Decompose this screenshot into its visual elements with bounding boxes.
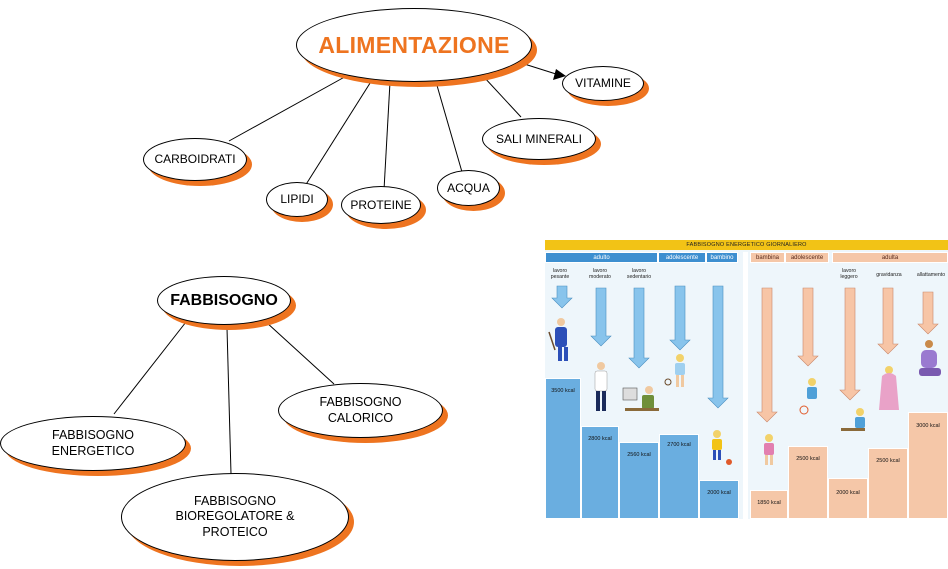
energy-needs-infographic: FABBISOGNO ENERGETICO GIORNALIERO adulto… (545, 240, 948, 519)
node-label: FABBISOGNO (157, 276, 291, 325)
bar-lavoro-pesante (545, 378, 581, 519)
bar-adolescente-f (788, 446, 828, 519)
sub-gravidanza: gravidanza (876, 272, 902, 278)
group-bambina: bambina (750, 252, 785, 263)
bar-bambino (699, 480, 739, 519)
kcal-2500-f: 2500 kcal (796, 456, 820, 462)
node-label: FABBISOGNO BIOREGOLATORE & PROTEICO (121, 473, 349, 561)
node-label: FABBISOGNO CALORICO (278, 383, 443, 438)
arrows (551, 285, 939, 423)
node-label: PROTEINE (341, 186, 421, 224)
node-label: LIPIDI (266, 182, 328, 217)
node-fabbisogno-calorico: FABBISOGNO CALORICO (278, 383, 448, 443)
node-sali-minerali: SALI MINERALI (482, 118, 601, 165)
bar-bambina (750, 490, 788, 519)
group-adolescente-m: adolescente (658, 252, 706, 263)
sub-lavoro-moderato: lavoro moderato (589, 268, 611, 280)
node-label: SALI MINERALI (482, 118, 596, 160)
bar-adolescente-m (659, 434, 699, 519)
node-label: FABBISOGNO ENERGETICO (0, 416, 186, 471)
node-label: CARBOIDRATI (143, 138, 247, 181)
node-acqua: ACQUA (437, 170, 505, 211)
divider (743, 252, 748, 519)
group-adulto: adulto (545, 252, 658, 263)
kcal-2800: 2800 kcal (588, 436, 612, 442)
node-proteine: PROTEINE (341, 186, 426, 229)
kcal-2700: 2700 kcal (667, 442, 691, 448)
node-label: ALIMENTAZIONE (296, 8, 532, 82)
infographic-title: FABBISOGNO ENERGETICO GIORNALIERO (545, 240, 948, 250)
sub-lavoro-pesante: lavoro pesante (550, 268, 570, 280)
bar-lavoro-leggero (828, 478, 868, 519)
node-lipidi: LIPIDI (266, 182, 333, 222)
node-vitamine: VITAMINE (562, 66, 649, 106)
node-alimentazione: ALIMENTAZIONE (296, 8, 537, 87)
node-fabbisogno-bioregolatore: FABBISOGNO BIOREGOLATORE & PROTEICO (121, 473, 354, 566)
sub-lavoro-sedentario: lavoro sedentario (626, 268, 652, 280)
kcal-3500: 3500 kcal (551, 388, 575, 394)
node-fabbisogno-energetico: FABBISOGNO ENERGETICO (0, 416, 191, 476)
sub-lavoro-leggero: lavoro leggero (840, 268, 858, 280)
group-adolescente-f: adolescente (785, 252, 829, 263)
kcal-1850: 1850 kcal (757, 500, 781, 506)
node-label: VITAMINE (562, 66, 644, 101)
bar-gravidanza (868, 448, 908, 519)
sub-allattamento: allattamento (916, 272, 946, 278)
bar-lavoro-moderato (581, 426, 619, 519)
node-label: ACQUA (437, 170, 500, 206)
kcal-2500-g: 2500 kcal (876, 458, 900, 464)
bar-lavoro-sedentario (619, 442, 659, 519)
node-fabbisogno: FABBISOGNO (157, 276, 296, 330)
kcal-3000: 3000 kcal (916, 423, 940, 429)
kcal-2000-f: 2000 kcal (836, 490, 860, 496)
kcal-2560: 2560 kcal (627, 452, 651, 458)
people-illustrations (548, 318, 941, 465)
kcal-2000-m: 2000 kcal (707, 490, 731, 496)
node-carboidrati: CARBOIDRATI (143, 138, 252, 186)
group-bambino: bambino (706, 252, 738, 263)
